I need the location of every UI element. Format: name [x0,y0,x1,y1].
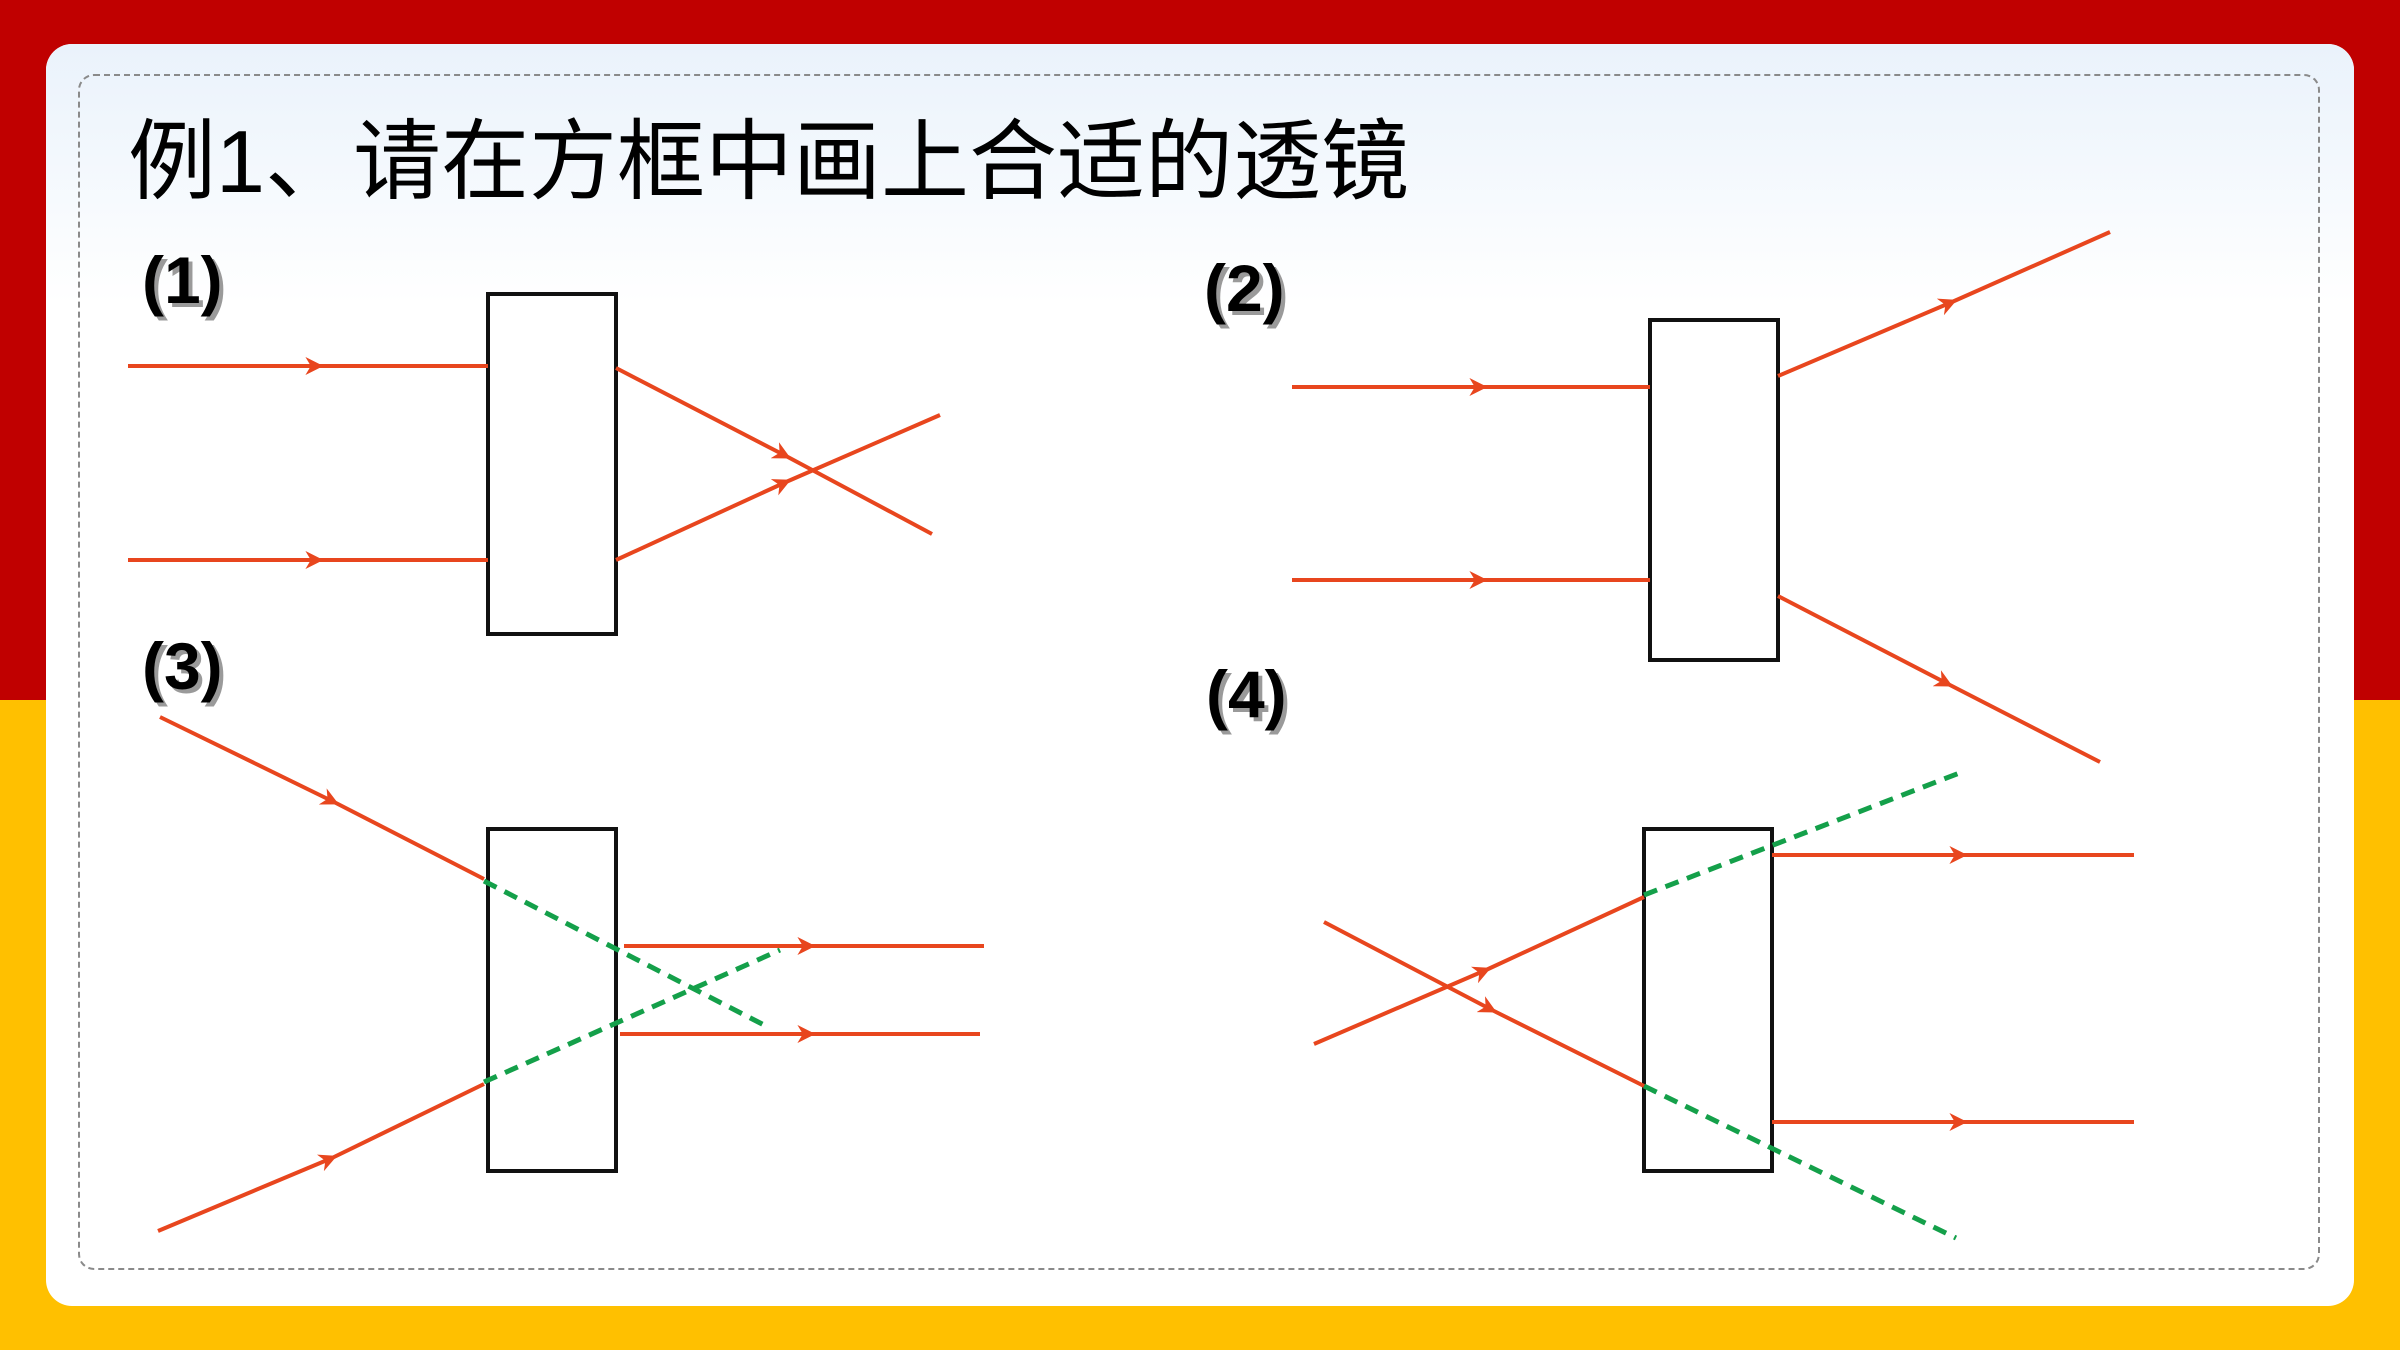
label-2: (2) (2) [1204,251,1289,329]
incident-ray-4b-tail [1491,1008,1645,1088]
problem-4-diagram [1313,769,2134,1241]
label-3: (3) (3) [142,629,227,707]
incident-ray-3b-tail [331,1082,485,1160]
extension-line-3b [482,947,782,1085]
problem-label-4: (4) [1206,657,1287,731]
extension-line-3a [482,878,768,1029]
incident-ray-3b [157,1154,337,1233]
problem-label-3: (3) [142,629,223,703]
refracted-ray-1b [615,479,791,562]
problem-label-2: (2) [1204,251,1285,325]
svg-text:(2): (2) [1208,255,1289,329]
lens-box-4 [1642,827,1774,1173]
refracted-ray-2b-tail [1947,682,2101,764]
problem-1-diagram [128,292,941,636]
lens-box-2 [1648,318,1780,662]
incident-ray-3a-tail [333,800,485,881]
problem-label-1: (1) [142,243,223,317]
label-4: (4) (4) [1206,657,1291,735]
refracted-ray-1b-tail [785,413,941,484]
extension-line-4a [1643,769,1963,898]
svg-text:(3): (3) [146,633,227,707]
lens-box-1 [486,292,618,636]
incident-ray-4b [1323,920,1497,1013]
label-1: (1) (1) [142,243,227,321]
problem-2-diagram [1292,230,2111,764]
refracted-ray-1a-tail [785,454,933,536]
card-sky-background [46,44,2354,304]
refracted-ray-2a [1777,298,1957,378]
dashed-frame [78,74,2320,1270]
refracted-ray-2b [1777,594,1953,687]
slide-card [46,44,2354,1306]
refracted-ray-2a-tail [1951,230,2111,304]
svg-text:(1): (1) [146,247,227,321]
problem-3-diagram [157,715,984,1233]
incident-ray-4a-tail [1485,895,1645,972]
incident-ray-3a [159,715,339,805]
page-title: 例1、请在方框中画上合适的透镜 [128,112,1409,211]
refracted-ray-1a [615,366,791,459]
svg-text:(4): (4) [1210,661,1291,735]
extension-line-4b [1642,1083,1958,1241]
lens-box-3 [486,827,618,1173]
incident-ray-4a [1313,966,1491,1046]
